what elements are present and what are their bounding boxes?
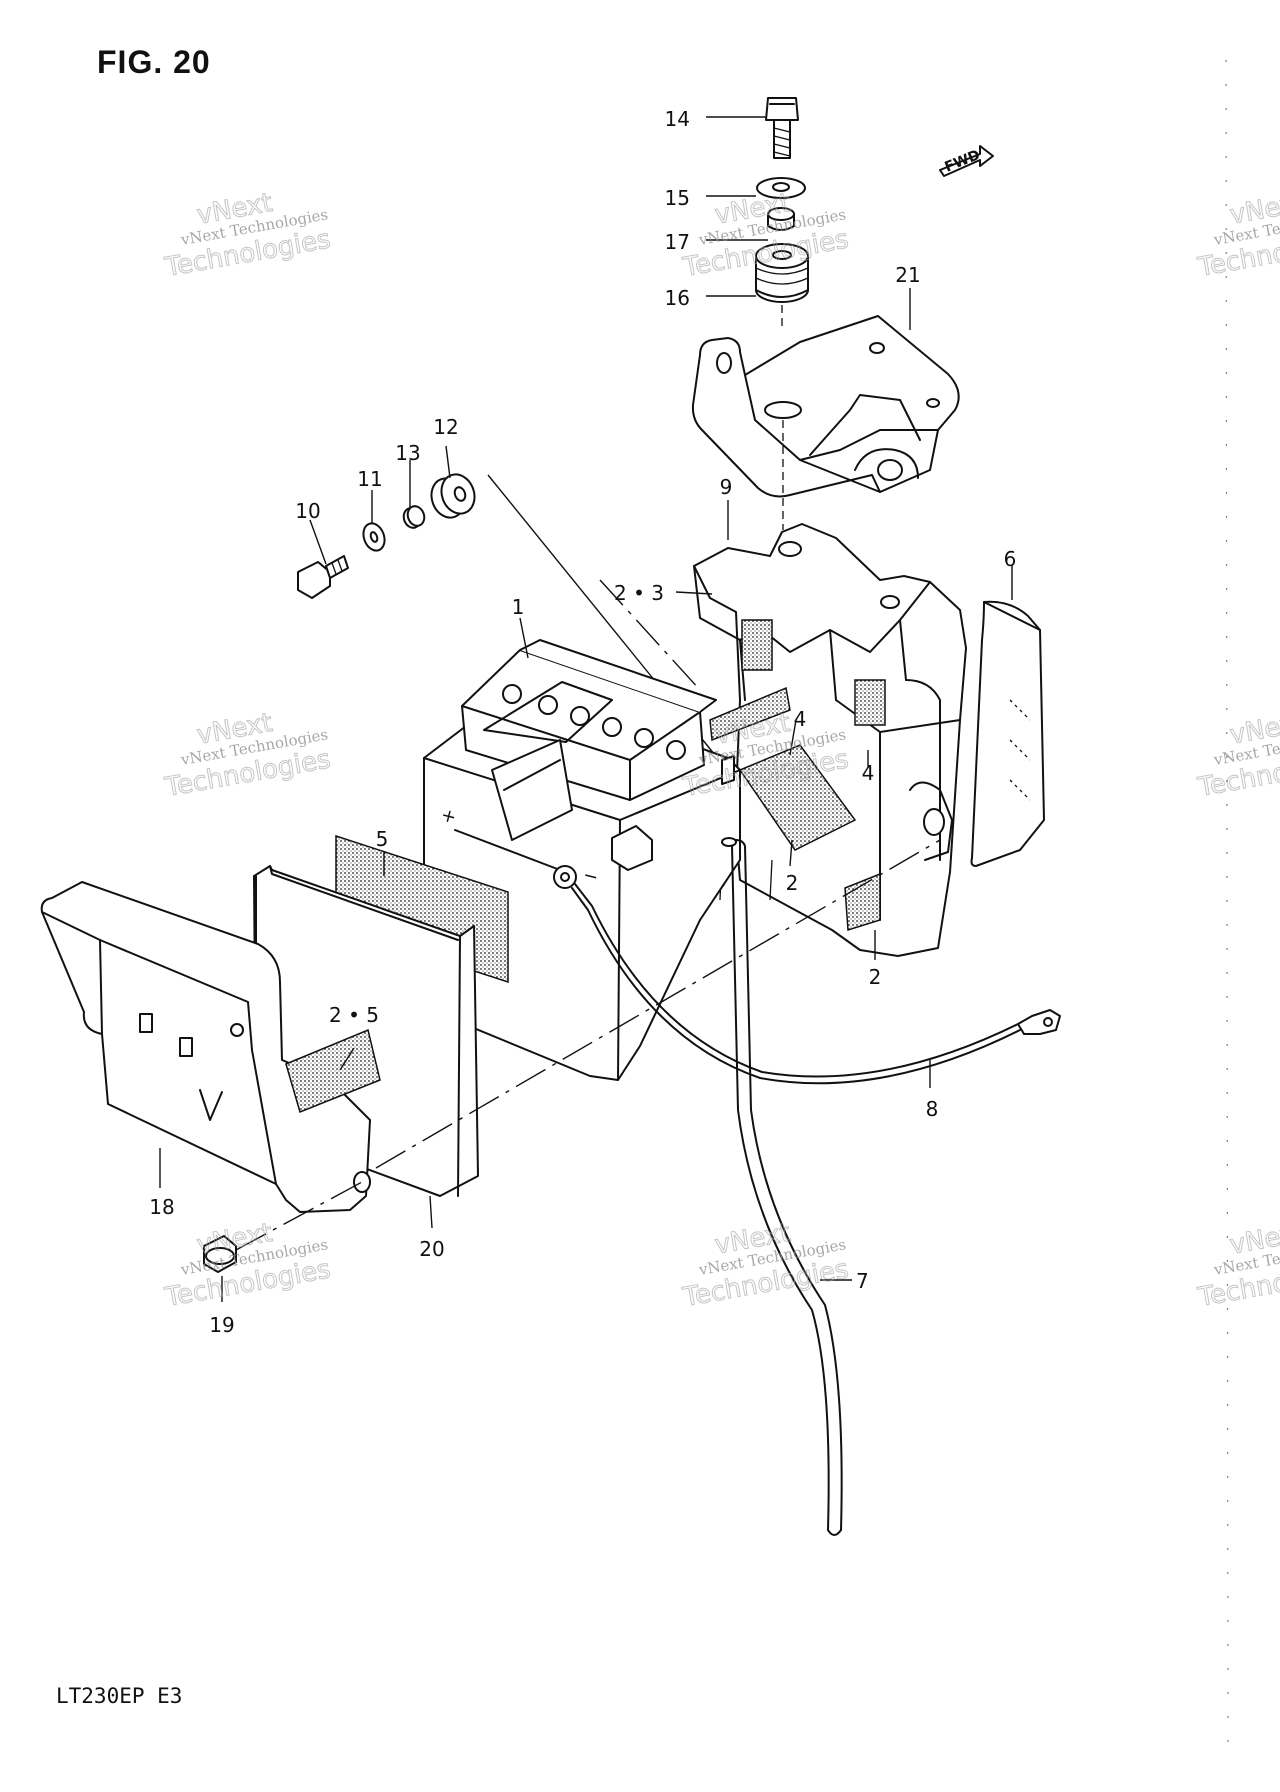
callout-6: 6	[1004, 547, 1017, 571]
watermark: vNext vNext Technologies Technologies	[680, 187, 852, 283]
callout-19: 19	[209, 1313, 234, 1337]
grommet-12	[430, 473, 476, 519]
callout-12: 12	[433, 415, 458, 439]
fwd-arrow-icon: FWD	[939, 145, 994, 177]
model-code: LT230EP E3	[56, 1684, 183, 1708]
collar-17	[767, 207, 795, 231]
washer-15	[756, 177, 806, 199]
washer-11	[362, 522, 386, 552]
fwd-label: FWD	[943, 147, 983, 176]
callout-1: 1	[512, 595, 525, 619]
watermark: vNext vNext Technologies Technologies	[162, 187, 334, 283]
battery-terminals-icon	[502, 684, 686, 760]
callout-17: 17	[665, 230, 690, 254]
callout-2a: 2	[786, 871, 799, 895]
callout-4a: 4	[794, 707, 807, 731]
callout-10: 10	[295, 499, 320, 523]
watermark: vNext vNext Technologies Technologies	[680, 1217, 852, 1313]
callout-5: 5	[376, 827, 389, 851]
callout-21: 21	[895, 263, 920, 287]
bolt-10	[297, 555, 349, 599]
figure-title: FIG. 20	[97, 44, 211, 80]
callout-11: 11	[357, 467, 382, 491]
cover-6	[970, 600, 1045, 867]
battery-1: + −	[423, 639, 741, 1081]
callout-8: 8	[926, 1097, 939, 1121]
bracket-21	[691, 315, 960, 498]
callout-4b: 4	[862, 761, 875, 785]
vent-hose-7	[721, 837, 843, 1536]
collar-13	[402, 505, 426, 529]
watermark: vNext vNext Technologies Technologies	[162, 1217, 334, 1313]
holder-18	[40, 881, 381, 1213]
callout-15: 15	[665, 186, 690, 210]
svg-text:−: −	[581, 864, 601, 888]
watermark: vNext vNext Technologies Technologies	[1195, 1217, 1280, 1313]
callout-18: 18	[149, 1195, 174, 1219]
callout-7: 7	[856, 1269, 869, 1293]
watermark: vNext vNext Technologies Technologies	[1195, 707, 1280, 803]
watermark: vNext vNext Technologies Technologies	[162, 707, 334, 803]
callout-2-5: 2 • 5	[329, 1003, 379, 1027]
svg-text:+: +	[439, 804, 459, 828]
grommet-16	[755, 243, 809, 303]
ground-cable-8	[553, 865, 1061, 1085]
callout-20: 20	[419, 1237, 444, 1261]
callout-14: 14	[665, 107, 690, 131]
callout-13: 13	[395, 441, 420, 465]
watermark: vNext vNext Technologies Technologies	[1195, 187, 1280, 283]
battery-tray-9	[693, 523, 967, 957]
bolt-14	[765, 97, 799, 159]
callout-2-3: 2 • 3	[614, 581, 664, 605]
callout-16: 16	[665, 286, 690, 310]
callout-9: 9	[720, 475, 733, 499]
bolt-19	[203, 1235, 237, 1273]
callout-2b: 2	[869, 965, 882, 989]
